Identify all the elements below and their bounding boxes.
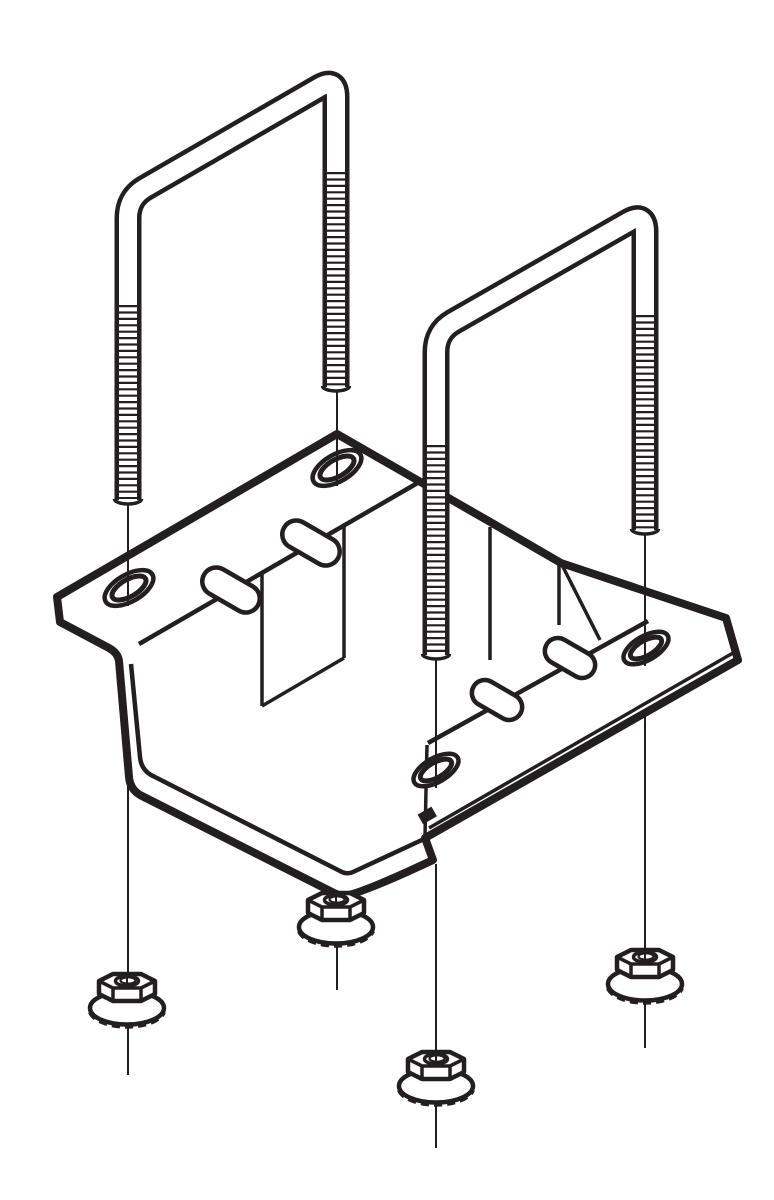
rod-core: [427, 209, 654, 655]
flange-thickness-line: [428, 651, 734, 830]
relief-slot: [280, 518, 342, 568]
bracket-fold-line-right: [426, 619, 650, 745]
bracket-channel-interior: [260, 526, 346, 708]
relief-slot: [469, 677, 525, 723]
relief-slot: [200, 565, 262, 615]
rod-end-cap: [112, 385, 352, 506]
nut-hole-centerlines: [126, 892, 646, 1067]
assembly-centerlines: [127, 390, 646, 1148]
bracket-bottom-thickness: [128, 663, 425, 876]
bracket-outline: [53, 430, 742, 901]
weld-mark: [417, 806, 437, 825]
bracket-right-wall-edges: [423, 527, 602, 837]
bracket-bend-line-left: [137, 479, 423, 646]
u-bolt-left: [112, 70, 352, 506]
rod-core: [119, 75, 345, 500]
relief-slot: [542, 635, 598, 681]
u-bolt-right: [420, 205, 661, 661]
rod-end-cap: [420, 528, 661, 661]
